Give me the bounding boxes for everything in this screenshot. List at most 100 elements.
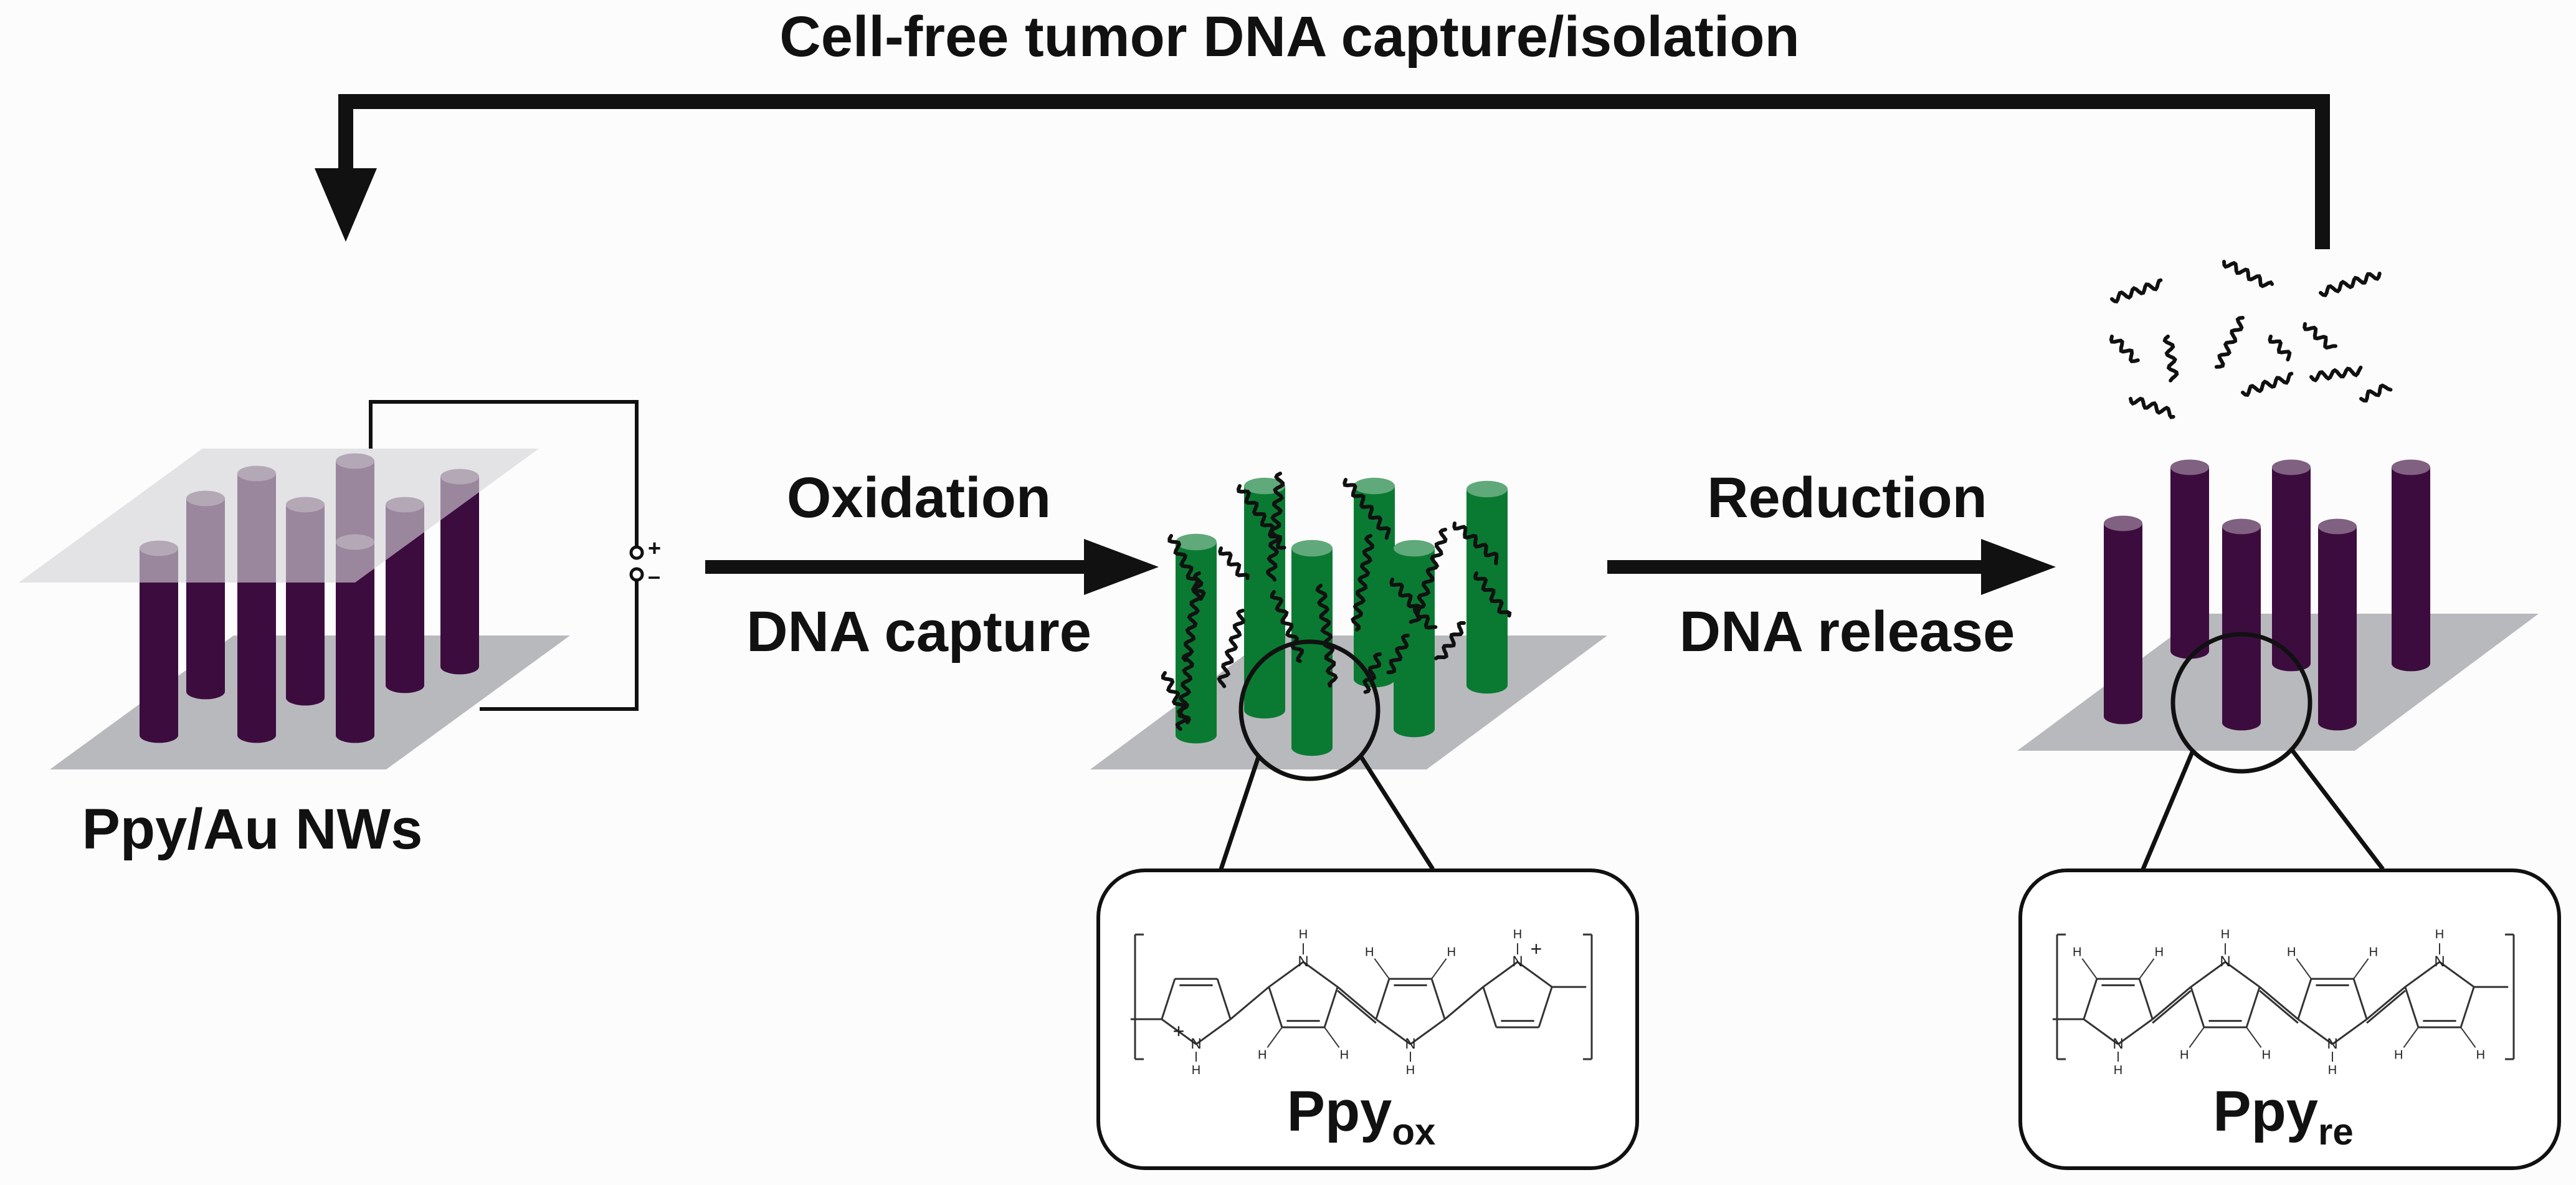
dna-strand (2222, 260, 2274, 288)
dna-strand (2359, 383, 2393, 403)
dna-strand (1386, 634, 1410, 675)
dna-strand (1452, 521, 1499, 566)
terminal-minus-label: – (648, 563, 660, 589)
dna-strand (2268, 335, 2292, 362)
reduction-arrowhead (1981, 539, 2056, 595)
dna-strand (1389, 578, 1438, 630)
dna-strand (1473, 571, 1512, 618)
nanowire-array-reduced (2104, 459, 2430, 731)
atom-label: H (2073, 945, 2081, 959)
dna-strand (1409, 528, 1448, 624)
diagram-title: Cell-free tumor DNA capture/isolation (779, 5, 1800, 69)
atom-label: H (2369, 945, 2378, 959)
dna-strand (1218, 546, 1250, 580)
nanowire (1176, 533, 1217, 744)
atom-label: N (1405, 1035, 1415, 1052)
atom-label: H (2394, 1049, 2403, 1062)
dna-strand (2109, 335, 2140, 363)
dna-strand (1217, 609, 1246, 688)
atom-label: H (1258, 1049, 1267, 1062)
loop-arrowhead (315, 168, 377, 242)
oxidation-arrowhead (1084, 539, 1159, 595)
nanowire (2272, 459, 2311, 672)
atom-label: H (2180, 1049, 2189, 1062)
atom-label: N (2327, 1035, 2337, 1052)
dna-strand (1270, 590, 1305, 664)
circuit-wire-return (480, 576, 639, 711)
dna-strand (1265, 472, 1285, 582)
nanowire (2392, 459, 2430, 672)
dna-capture-label: DNA capture (746, 600, 1091, 664)
terminal-plus (629, 545, 644, 560)
top-glass-plate (19, 449, 539, 583)
nanowire (2222, 518, 2261, 731)
device-ppy-au-nanowires: + – (19, 400, 661, 769)
ppy-ox-base: Ppy (1287, 1080, 1392, 1143)
atom-label: H (2221, 928, 2230, 941)
ppy-re-label: Ppyre (2213, 1080, 2353, 1153)
zoom-line (2141, 750, 2195, 870)
terminal-plus-label: + (648, 535, 661, 561)
atom-label: + (1173, 1020, 1185, 1042)
atom-label: H (2155, 945, 2164, 959)
ppy-ox-subscript: ox (1392, 1111, 1435, 1153)
atom-label: N (2434, 953, 2445, 970)
zoom-circle (2170, 632, 2312, 774)
dna-strand (1362, 652, 1382, 694)
dna-strand (1351, 534, 1375, 632)
nanowire (1394, 540, 1435, 738)
circuit-wire (369, 400, 639, 548)
terminal-minus (629, 567, 644, 582)
dna-strand (1181, 571, 1204, 662)
atom-label: H (2435, 928, 2444, 941)
atom-label: H (1340, 1049, 1349, 1062)
dna-strand (2319, 272, 2382, 298)
atom-label: H (1299, 928, 1308, 941)
atom-label: N (1191, 1035, 1201, 1052)
atom-label: H (2114, 1064, 2122, 1077)
dna-strand (2309, 365, 2363, 383)
device-reduced (2017, 260, 2539, 871)
ppy-re-base: Ppy (2213, 1080, 2318, 1143)
nanowire (2170, 459, 2209, 659)
atom-label: H (1365, 945, 1374, 959)
device-oxidized (1090, 472, 1607, 870)
atom-label: + (1531, 938, 1542, 960)
ppy-re-subscript: re (2318, 1111, 2354, 1153)
zoom-line (2291, 749, 2385, 871)
captured-dna-strands (1161, 472, 1512, 731)
atom-label: H (1447, 945, 1456, 959)
reduction-label: Reduction (1707, 466, 1987, 530)
dna-strand (1343, 478, 1391, 540)
zoom-circle (1238, 639, 1381, 781)
atom-label: H (2476, 1049, 2485, 1062)
dna-strand (1161, 671, 1191, 725)
atom-label: H (1513, 928, 1522, 941)
nanowire (1466, 480, 1508, 694)
atom-label: N (1298, 953, 1308, 970)
dna-strand (2241, 371, 2294, 397)
atom-label: H (2328, 1064, 2337, 1077)
nanowire (2318, 518, 2357, 731)
zoom-line (1359, 756, 1435, 870)
atom-label: N (2113, 1035, 2123, 1052)
dna-strand (1434, 621, 1466, 660)
dna-strand (1315, 584, 1338, 688)
loop-arrow (338, 94, 2330, 249)
atom-label: H (2262, 1049, 2271, 1062)
dna-strand (2110, 278, 2163, 304)
atom-label: H (2287, 945, 2296, 959)
dna-strand (2162, 335, 2179, 383)
released-dna-strands (2109, 260, 2393, 419)
dna-strand (2214, 316, 2245, 369)
oxidation-label: Oxidation (787, 466, 1051, 530)
atom-label: H (1406, 1064, 1415, 1077)
atom-label: N (1512, 953, 1523, 970)
device-label: Ppy/Au NWs (82, 797, 423, 861)
nanowire (2104, 515, 2142, 725)
